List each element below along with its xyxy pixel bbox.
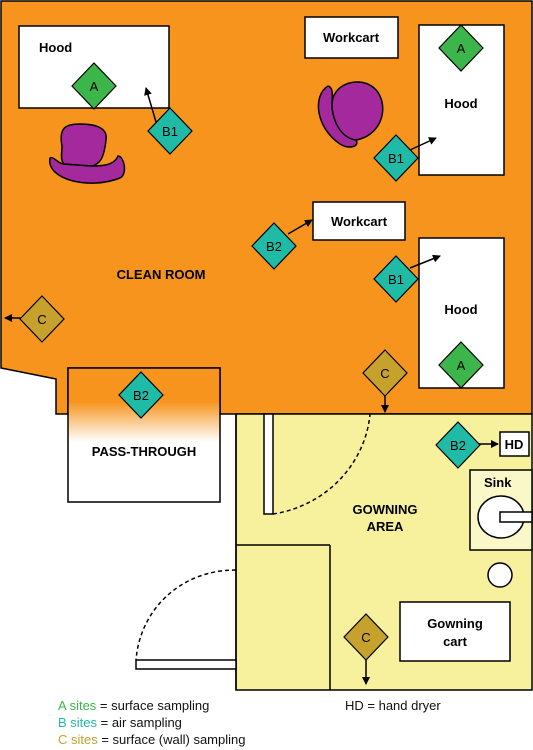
svg-text:C: C bbox=[380, 366, 389, 381]
legend-hd-desc: HD = hand dryer bbox=[345, 698, 441, 713]
hood-label: Hood bbox=[444, 96, 477, 111]
hand-dryer-label: HD bbox=[505, 437, 524, 452]
svg-text:A: A bbox=[90, 79, 99, 94]
legend-b-desc: = air sampling bbox=[97, 715, 182, 730]
legend-b-key: B sites bbox=[58, 715, 98, 730]
legend-hd: HD = hand dryer bbox=[345, 698, 441, 713]
legend-a-desc: = surface sampling bbox=[96, 698, 210, 713]
door-panel bbox=[263, 413, 274, 515]
sink-label: Sink bbox=[484, 475, 512, 490]
workcart-middle bbox=[312, 201, 406, 241]
site-a-marker: A bbox=[71, 62, 117, 110]
svg-text:B1: B1 bbox=[162, 124, 178, 139]
svg-text:A: A bbox=[457, 41, 466, 56]
legend-a: A sites = surface sampling bbox=[58, 698, 209, 713]
site-b2-marker: B2 bbox=[251, 222, 297, 270]
gowning-cart bbox=[399, 601, 511, 662]
hand-dryer bbox=[499, 431, 530, 457]
door-swing bbox=[272, 413, 371, 515]
gowning-area-label: GOWNING bbox=[353, 502, 418, 517]
pass-through-label: PASS-THROUGH bbox=[92, 444, 196, 459]
sink-faucet bbox=[499, 511, 533, 523]
svg-text:C: C bbox=[361, 630, 370, 645]
arrow bbox=[409, 254, 441, 269]
site-b1-marker: B1 bbox=[373, 134, 419, 182]
legend-a-key: A sites bbox=[58, 698, 97, 713]
svg-text:B2: B2 bbox=[450, 438, 466, 453]
svg-text:B1: B1 bbox=[388, 151, 404, 166]
arrow bbox=[287, 219, 313, 235]
hood-label: Hood bbox=[39, 40, 72, 55]
site-b1-marker: B1 bbox=[373, 255, 419, 303]
workcart-label: Workcart bbox=[331, 214, 388, 229]
workcart-label: Workcart bbox=[323, 30, 380, 45]
site-b2-marker: B2 bbox=[118, 371, 164, 419]
gowning-cart-label: cart bbox=[443, 634, 468, 649]
legend-c-desc: = surface (wall) sampling bbox=[97, 732, 246, 747]
site-c-marker: C bbox=[343, 613, 389, 661]
clean-room-label: CLEAN ROOM bbox=[117, 267, 206, 282]
legend-c-key: C sites bbox=[58, 732, 98, 747]
legend-c: C sites = surface (wall) sampling bbox=[58, 732, 245, 747]
arrow bbox=[144, 87, 157, 123]
svg-text:B2: B2 bbox=[266, 239, 282, 254]
site-a-marker: A bbox=[438, 341, 484, 389]
workcart-top bbox=[304, 16, 399, 59]
chair-right bbox=[317, 81, 384, 148]
svg-text:A: A bbox=[457, 358, 466, 373]
svg-text:B2: B2 bbox=[133, 388, 149, 403]
site-c-marker: C bbox=[19, 295, 65, 343]
svg-text:C: C bbox=[37, 312, 46, 327]
site-c-marker: C bbox=[362, 349, 408, 397]
chair-left bbox=[49, 123, 126, 184]
floor-drain bbox=[487, 562, 513, 588]
site-b1-marker: B1 bbox=[147, 107, 193, 155]
legend-b: B sites = air sampling bbox=[58, 715, 182, 730]
door-panel bbox=[135, 659, 237, 670]
svg-text:B1: B1 bbox=[388, 272, 404, 287]
hood-label: Hood bbox=[444, 302, 477, 317]
site-a-marker: A bbox=[438, 24, 484, 72]
arrow bbox=[409, 137, 437, 151]
gowning-area-label: AREA bbox=[367, 519, 404, 534]
site-b2-marker: B2 bbox=[435, 421, 481, 469]
gowning-cart-label: Gowning bbox=[427, 616, 483, 631]
door-swing bbox=[135, 569, 237, 661]
